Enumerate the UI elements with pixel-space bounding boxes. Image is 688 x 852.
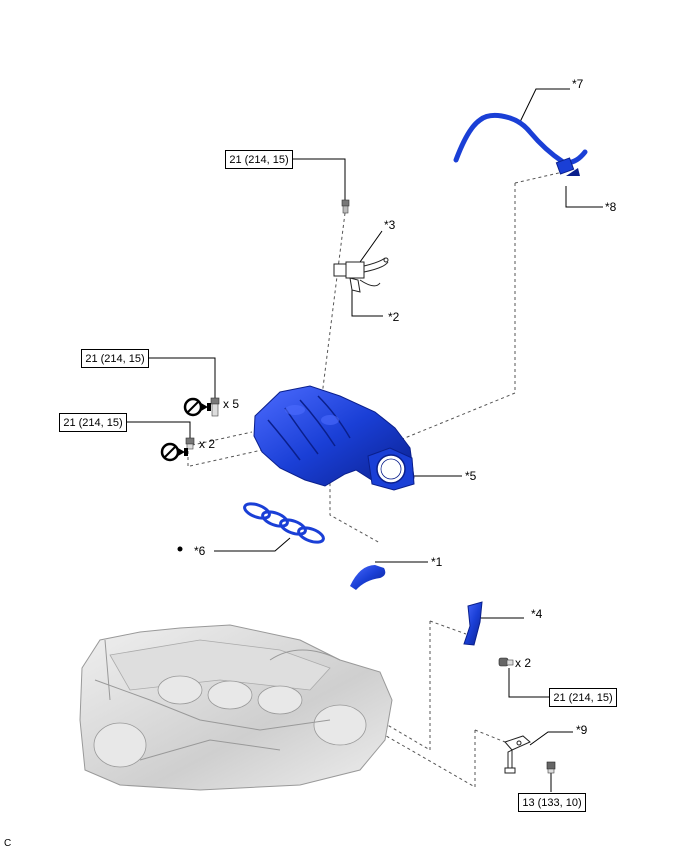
vacuum-switching-valve-2 <box>333 257 389 293</box>
callout-7: *7 <box>572 77 584 91</box>
callout-9: *9 <box>576 723 588 737</box>
torque-box-left-1: 21 (214, 15) <box>81 349 149 368</box>
bolt-top <box>341 199 350 214</box>
non-reusable-bullet-icon <box>177 546 183 552</box>
bracket-9 <box>504 735 531 774</box>
torque-box-top: 21 (214, 15) <box>225 150 293 169</box>
tightening-symbol-icon-2 <box>160 442 188 462</box>
callout-6: *6 <box>194 544 206 558</box>
hose-7 <box>453 112 588 165</box>
qty-x2-right: x 2 <box>515 656 532 670</box>
torque-box-bottom: 13 (133, 10) <box>518 793 586 812</box>
bolt-x5 <box>210 397 220 417</box>
qty-x5: x 5 <box>223 397 240 411</box>
torque-box-left-2: 21 (214, 15) <box>59 413 127 432</box>
callout-1: *1 <box>431 555 443 569</box>
callout-8: *8 <box>605 200 617 214</box>
bolt-x2-right <box>498 657 514 667</box>
callout-2: *2 <box>388 310 400 324</box>
tightening-symbol-icon <box>183 397 211 417</box>
engine-assembly <box>79 624 393 791</box>
qty-x2-left: x 2 <box>199 437 216 451</box>
callout-4: *4 <box>531 607 543 621</box>
bolt-x2-left <box>185 437 195 450</box>
intake-manifold-5 <box>253 385 415 491</box>
bracket-4 <box>463 601 483 646</box>
hose-1 <box>350 565 386 590</box>
bolt-bottom <box>546 761 556 774</box>
callout-5: *5 <box>465 469 477 483</box>
figure-code: C <box>4 838 12 849</box>
torque-box-right: 21 (214, 15) <box>549 688 617 707</box>
callout-3: *3 <box>384 218 396 232</box>
connector-8 <box>555 157 580 176</box>
gasket-6 <box>243 502 325 544</box>
